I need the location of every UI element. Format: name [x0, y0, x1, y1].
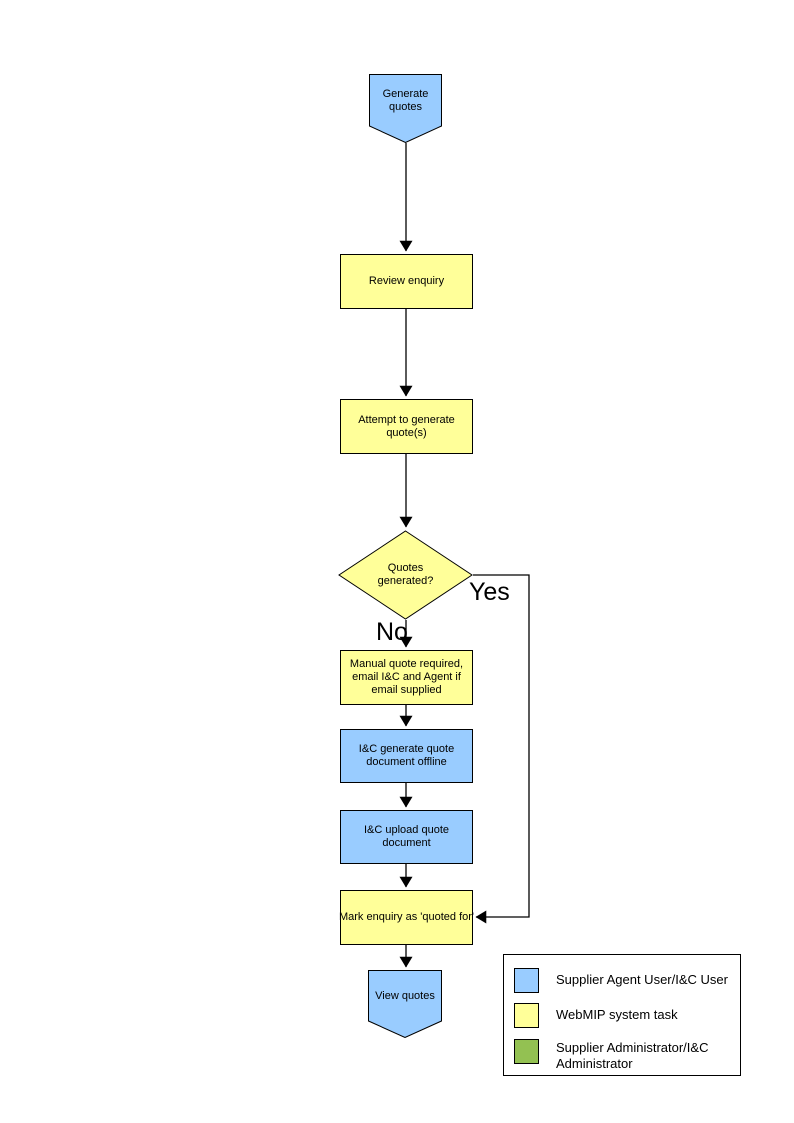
legend-label: Supplier Administrator/I&C Administrator — [556, 1040, 709, 1071]
node-end-view-quotes: View quotes — [368, 970, 442, 1038]
node-label: Quotes generated? — [377, 562, 434, 587]
pentagon-shape — [369, 74, 442, 143]
node-label: View quotes — [375, 989, 435, 1002]
legend-item-supplier-admin: Supplier Administrator/I&C Administrator — [514, 1039, 736, 1072]
node-ic-generate-quote-offline: I&C generate quote document offline — [340, 729, 473, 783]
node-label: I&C upload quote document — [363, 824, 449, 849]
branch-label-no: No — [376, 618, 408, 646]
node-label: I&C generate quote document offline — [358, 743, 455, 768]
diamond-shape — [338, 530, 473, 620]
node-start-generate-quotes: Generate quotes — [369, 74, 442, 143]
legend-swatch-yellow — [514, 1003, 539, 1028]
legend-item-supplier-agent: Supplier Agent User/I&C User — [514, 968, 736, 993]
node-label: Mark enquiry as 'quoted for' — [338, 911, 475, 923]
node-decision-quotes-generated: Quotes generated? — [338, 530, 473, 620]
node-review-enquiry: Review enquiry — [340, 254, 473, 309]
branch-label-yes: Yes — [469, 578, 510, 606]
node-attempt-generate-quotes: Attempt to generate quote(s) — [340, 399, 473, 454]
arrow-decision-yes-to-mark — [473, 574, 530, 924]
legend-label: WebMIP system task — [556, 1007, 678, 1022]
legend-label: Supplier Agent User/I&C User — [556, 972, 728, 987]
legend-box: Supplier Agent User/I&C User WebMIP syst… — [503, 954, 741, 1076]
node-ic-upload-quote-document: I&C upload quote document — [340, 810, 473, 864]
legend-item-webmip-task: WebMIP system task — [514, 1003, 736, 1028]
node-label: Attempt to generate quote(s) — [358, 413, 455, 439]
legend-swatch-blue — [514, 968, 539, 993]
node-label: Review enquiry — [368, 275, 445, 287]
node-mark-enquiry-quoted: Mark enquiry as 'quoted for' — [338, 890, 475, 945]
legend-swatch-green — [514, 1039, 539, 1064]
node-label: Manual quote required, email I&C and Age… — [349, 658, 464, 696]
pentagon-shape — [368, 970, 442, 1038]
node-label: Generate quotes — [382, 87, 429, 113]
node-manual-quote-required: Manual quote required, email I&C and Age… — [340, 650, 473, 705]
